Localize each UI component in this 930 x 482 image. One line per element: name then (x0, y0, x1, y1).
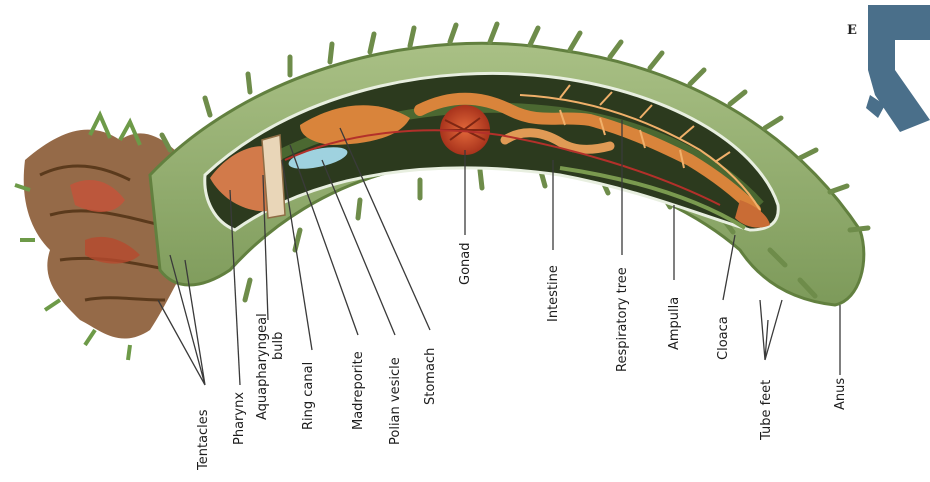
label-tube-feet: Tube feet (759, 380, 774, 441)
label-aquapharyngeal: Aquapharyngeal (255, 313, 270, 420)
label-ring-canal: Ring canal (301, 362, 316, 430)
label-respiratory-tree: Respiratory tree (615, 267, 630, 372)
corner-logo: E (847, 5, 930, 132)
label-madreporite: Madreporite (351, 351, 366, 430)
label-gonad: Gonad (458, 243, 473, 286)
label-cloaca: Cloaca (716, 316, 731, 360)
label-ampulla: Ampulla (667, 297, 682, 350)
label-pharynx: Pharynx (232, 392, 247, 445)
label-stomach: Stomach (423, 348, 438, 405)
label-intestine: Intestine (546, 265, 561, 322)
corner-letter: E (847, 23, 857, 38)
label-anus: Anus (833, 378, 848, 410)
labels: Tentacles Pharynx Aquapharyngeal bulb Ri… (196, 243, 848, 472)
label-polian-vesicle: Polian vesicle (388, 357, 403, 445)
label-tentacles: Tentacles (196, 409, 211, 471)
label-bulb: bulb (271, 332, 286, 360)
